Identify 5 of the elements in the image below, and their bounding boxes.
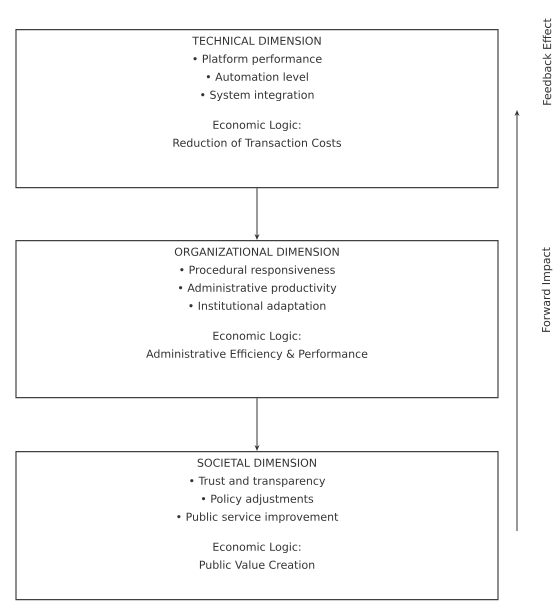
side-label: Feedback Effect: [542, 18, 552, 105]
dimension-box: SOCIETAL DIMENSION • Trust and transparency • Policy adjustments • Public service improvement Economic Logic: Public Value Creation: [15, 451, 499, 600]
dimension-box: ORGANIZATIONAL DIMENSION • Procedural responsiveness • Administrative productivity • Institutional adaptation Economic Logic: Administrative Efficiency & Performance: [15, 240, 499, 398]
side-label: Forward Impact: [542, 247, 552, 332]
dimension-box: TECHNICAL DIMENSION • Platform performance • Automation level • System integration Economic Logic: Reduction of Transaction Costs: [15, 29, 499, 188]
